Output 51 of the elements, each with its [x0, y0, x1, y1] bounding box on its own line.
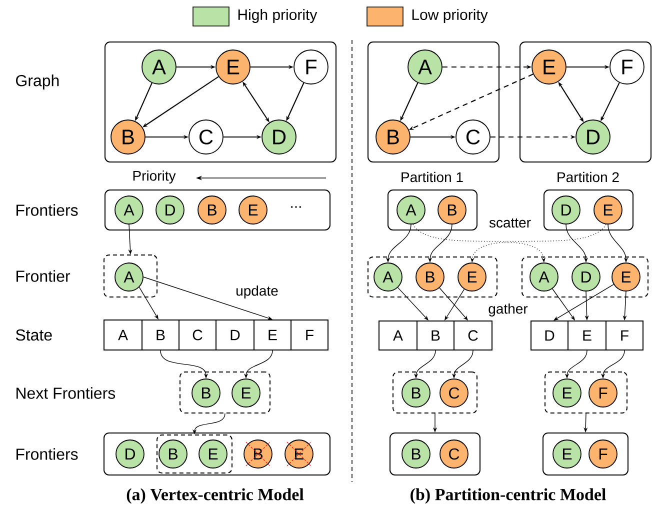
partition-graph-box	[520, 42, 652, 162]
row-label: Next Frontiers	[16, 387, 116, 399]
state-cell: C	[178, 320, 216, 350]
state-cell: D	[530, 320, 568, 350]
frontier-queue-box	[542, 432, 628, 476]
state-cell: F	[290, 320, 328, 350]
row-label: Graph	[16, 74, 59, 90]
dashed-group-box	[104, 254, 158, 298]
state-cell: D	[216, 320, 254, 350]
state-cell: A	[378, 320, 418, 350]
state-cell: B	[142, 320, 180, 350]
arrow	[138, 286, 158, 320]
arrow	[439, 288, 468, 320]
dashed-group-box	[392, 372, 478, 414]
state-cell: E	[254, 320, 292, 350]
edge-label: update	[234, 284, 280, 300]
row-label: Frontiers	[16, 448, 78, 460]
state-cell: F	[606, 320, 644, 350]
axis-label: Priority	[133, 170, 176, 184]
row-label: Frontiers	[16, 204, 78, 216]
legend-label: High priority	[238, 9, 318, 23]
subfigure-caption: (b) Partition-centric Model	[410, 488, 606, 504]
partition-label: Partition 1	[402, 172, 463, 182]
arrow	[554, 284, 614, 320]
frontier-queue-box	[104, 432, 330, 476]
step-label: gather	[488, 303, 528, 317]
partition-graph-box	[368, 42, 500, 162]
state-cell: E	[568, 320, 606, 350]
frontier-queue-box	[390, 432, 480, 476]
legend-label: Low priority	[412, 9, 488, 23]
dashed-group-box	[180, 372, 270, 414]
dashed-group-box	[368, 256, 498, 298]
dashed-group-box	[522, 256, 648, 298]
arrow	[444, 288, 465, 320]
row-label: Frontier	[16, 270, 70, 282]
frontier-queue-box	[544, 190, 634, 230]
partition-label: Partition 2	[558, 172, 619, 182]
graph-box	[104, 42, 336, 162]
step-label: scatter	[489, 218, 531, 228]
dashed-group-box	[156, 434, 232, 474]
crossed-out-vertex: E	[284, 440, 314, 468]
state-cell: A	[104, 320, 142, 350]
arrow	[398, 287, 428, 320]
row-label: State	[16, 329, 52, 341]
dashed-group-box	[544, 372, 628, 414]
crossed-out-vertex: B	[244, 440, 272, 468]
state-cell: C	[454, 320, 492, 350]
arrow	[552, 288, 575, 320]
subfigure-caption: (a) Vertex-centric Model	[126, 488, 304, 504]
frontier-queue-box	[388, 190, 478, 230]
state-cell: B	[416, 320, 454, 350]
